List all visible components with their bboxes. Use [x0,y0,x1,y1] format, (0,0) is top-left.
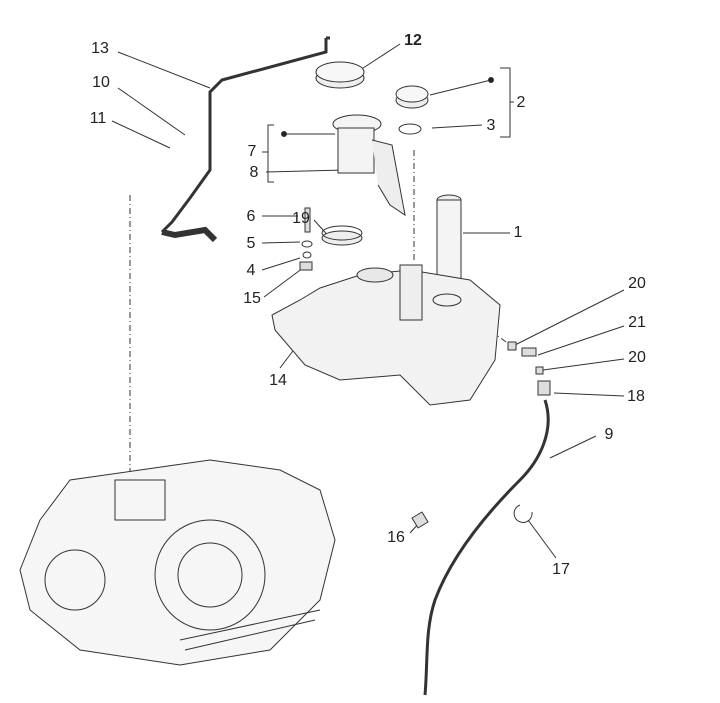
hose-clamp [513,504,533,523]
callout-8: 8 [249,164,259,181]
fuel-pump [332,114,406,217]
callout-19: 19 [292,210,310,227]
callout-2: 2 [516,94,526,111]
callout-21: 21 [628,314,646,331]
clamp [507,341,517,351]
callout-9: 9 [604,426,614,443]
engine [19,459,336,666]
callout-18: 18 [627,388,645,405]
callout-3: 3 [486,117,496,134]
fuel-tank [271,269,501,406]
callout-1: 1 [513,224,523,241]
fitting [521,347,537,357]
callout-6: 6 [246,208,256,225]
callout-7: 7 [247,143,257,160]
callout-12: 12 [404,32,422,49]
callout-5: 5 [246,235,256,252]
callout-4: 4 [246,262,256,279]
callout-20-upper: 20 [628,275,646,292]
callout-16: 16 [387,529,405,546]
callout-13: 13 [91,40,109,57]
callout-14: 14 [269,372,287,389]
screw-washer-stack [299,207,313,271]
callout-11: 11 [89,110,107,127]
breather-hose [160,36,330,234]
pump-seal [321,230,363,246]
level-sender [436,194,462,286]
valve [537,380,551,396]
callout-20-lower: 20 [628,349,646,366]
callout-15: 15 [243,290,261,307]
callout-10: 10 [92,74,110,91]
cap-gasket [398,123,422,135]
callout-17: 17 [552,561,570,578]
clamp-2 [535,366,544,375]
drain-hose [423,399,550,696]
clip [411,511,429,529]
